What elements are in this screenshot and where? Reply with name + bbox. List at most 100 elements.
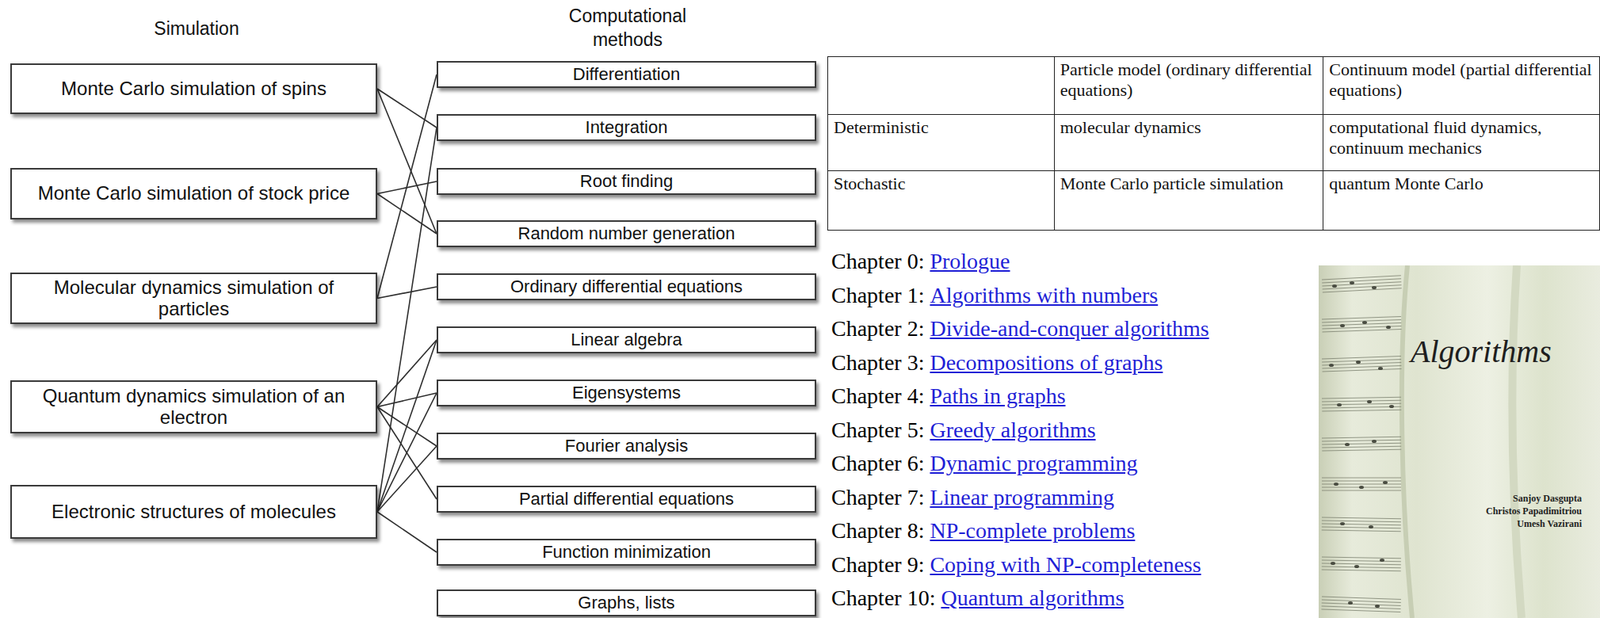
connector-line [377,511,437,553]
table-cell: quantum Monte Carlo [1323,171,1600,231]
chapter-number: Chapter 2: [831,316,925,341]
table-cell: Particle model (ordinary differential eq… [1053,57,1324,115]
book-author: Sanjoy Dasgupta [1512,492,1582,505]
chapter-number: Chapter 1: [831,282,925,308]
column-header: Simulation [97,17,296,42]
chapter-row: Chapter 8:NP-complete problems [831,517,1135,545]
table-cell-text: Particle model (ordinary differential eq… [1060,59,1313,100]
box-text: Monte Carlo simulation of stock price [30,181,359,207]
table-cell: computational fluid dynamics, continuum … [1323,114,1600,172]
box-text: Partial differential equations [512,488,741,510]
table-row: Deterministic molecular dynamics computati… [828,114,1600,172]
simulation-box: Monte Carlo simulation of stock price [10,168,378,220]
chapter-row: Chapter 0:Prologue [831,248,1011,275]
chapter-link: Coping with NP-completeness [929,552,1201,577]
chapter-number: Chapter 7: [831,484,925,510]
chapter-row: Chapter 2:Divide-and-conquer algorithms [831,315,1210,343]
box-text: Linear algebra [564,328,689,351]
column-header: Computational methods [532,4,723,53]
connector-line [377,446,437,512]
table-cell-text: Monte Carlo particle simulation [1060,173,1284,194]
table-cell: Stochastic [828,171,1055,231]
connector-line [377,194,437,235]
chapter-number: Chapter 6: [831,450,925,476]
chapter-number: Chapter 9: [831,552,925,577]
table-cell [828,57,1055,115]
chapter-link: Algorithms with numbers [929,282,1158,308]
table-cell-text: Continuum model (partial differential eq… [1328,59,1592,100]
connector-line [377,339,437,512]
chapter-link: Linear programming [929,484,1114,510]
chapter-row: Chapter 4:Paths in graphs [831,382,1066,410]
table-cell-text: Deterministic [833,117,929,138]
box-text: Molecular dynamics simulation of particl… [11,275,376,322]
connector-line [377,127,437,512]
book-title: Algorithms [1410,332,1552,371]
chapter-link: Decompositions of graphs [929,350,1163,375]
chapter-row: Chapter 5:Greedy algorithms [831,416,1096,444]
chapter-link: Greedy algorithms [929,417,1096,443]
box-text: Root finding [573,170,680,192]
box-text: Function minimization [535,541,718,563]
table-cell-text: quantum Monte Carlo [1328,173,1483,194]
simulation-box: Electronic structures of molecules [10,484,378,539]
table-cell-text: Stochastic [833,173,906,194]
method-box: Eigensystems [436,379,817,407]
table-cell: Monte Carlo particle simulation [1053,171,1324,231]
method-box: Function minimization [436,538,817,566]
table-cell-text: molecular dynamics [1060,117,1202,138]
method-box: Differentiation [436,61,817,88]
connector-line [377,393,437,512]
chapter-link: Quantum algorithms [940,585,1124,611]
box-text: Graphs, lists [571,591,681,614]
box-text: Random number generation [511,222,742,245]
box-text: Electronic structures of molecules [43,500,344,525]
table-cell: Deterministic [828,114,1055,172]
chapter-number: Chapter 0: [831,248,925,274]
chapter-number: Chapter 10: [831,585,936,611]
simulation-box: Monte Carlo simulation of spins [10,63,378,115]
method-box: Integration [436,114,817,142]
connector-line [377,339,437,408]
method-box: Random number generation [436,220,817,248]
method-box: Root finding [436,168,817,195]
box-text: Differentiation [566,63,687,85]
connector-line [377,286,437,299]
chapter-number: Chapter 8: [831,518,925,543]
chapter-link: NP-complete problems [929,518,1135,543]
connector-line [377,393,437,408]
table-cell: Continuum model (partial differential eq… [1323,57,1600,115]
chapter-link: Prologue [929,248,1010,274]
box-text: Ordinary differential equations [504,275,749,298]
chapter-link: Paths in graphs [929,383,1066,409]
table-row: Particle model (ordinary differential eq… [828,57,1600,115]
method-box: Graphs, lists [436,589,817,617]
chapter-row: Chapter 10:Quantum algorithms [831,584,1124,612]
box-text: Integration [579,116,675,138]
chapter-row: Chapter 6:Dynamic programming [831,450,1138,478]
book-author: Umesh Vazirani [1516,518,1582,531]
box-text: Fourier analysis [558,435,695,457]
box-text: Quantum dynamics simulation of an electr… [11,384,376,431]
method-box: Linear algebra [436,326,817,354]
chapter-link: Divide-and-conquer algorithms [929,316,1209,341]
chapter-row: Chapter 3:Decompositions of graphs [831,349,1163,377]
method-box: Ordinary differential equations [436,273,817,301]
book-author: Christos Papadimitriou [1485,505,1582,518]
book-cover [1318,265,1600,618]
classification-table: Particle model (ordinary differential eq… [827,56,1600,231]
chapter-row: Chapter 1:Algorithms with numbers [831,282,1158,310]
table-row: Stochastic Monte Carlo particle simulatio… [828,171,1600,231]
method-box: Fourier analysis [436,432,817,460]
method-box: Partial differential equations [436,485,817,513]
chapter-number: Chapter 3: [831,350,925,375]
chapter-number: Chapter 4: [831,383,925,409]
chapter-number: Chapter 5: [831,417,925,443]
box-text: Eigensystems [565,381,688,404]
chapter-row: Chapter 9:Coping with NP-completeness [831,551,1202,579]
chapter-link: Dynamic programming [929,450,1138,476]
simulation-box: Molecular dynamics simulation of particl… [10,272,378,325]
chapter-row: Chapter 7:Linear programming [831,484,1115,512]
box-text: Monte Carlo simulation of spins [53,76,335,102]
table-cell: molecular dynamics [1053,114,1324,172]
